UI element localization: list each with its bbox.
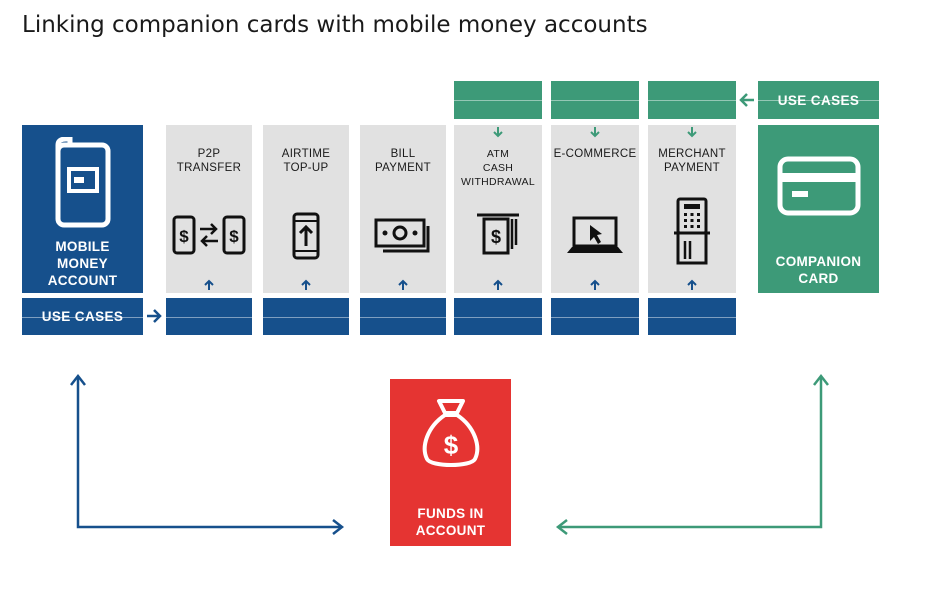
companion-use-cases-label: USE CASES [777,92,860,108]
arrow-up-icon [203,279,215,291]
mobile-money-use-cases-bar: USE CASES [22,298,143,335]
use-case-label: BILL PAYMENT [375,148,431,174]
use-case-label: AIRTIME TOP-UP [281,148,331,174]
airtime-topup-icon [289,211,323,261]
mobile-money-account-box: MOBILE MONEY ACCOUNT [22,125,143,293]
credit-card-icon [776,155,862,217]
use-case-label: E-COMMERCE [553,148,637,160]
arrow-down-icon [492,126,504,138]
merchant-payment-icon [672,197,712,267]
arrow-up-icon [589,279,601,291]
e-commerce-icon [564,215,626,257]
use-case-column-merchant: MERCHANT PAYMENT [648,125,736,293]
companion-card-box: COMPANION CARD [758,125,879,293]
atm-cash-icon: $ [475,211,521,259]
arrow-up-icon [686,279,698,291]
use-case-blue-bar [166,298,252,335]
money-bag-icon: $ [419,397,483,471]
use-case-column-ecommerce: E-COMMERCE [551,125,639,293]
arrow-down-icon [589,126,601,138]
use-case-column-atm: ATM CASH WITHDRAWAL $ [454,125,542,293]
funds-in-account-box: $ FUNDS IN ACCOUNT [390,379,511,546]
arrow-up-icon [397,279,409,291]
companion-green-bar [551,81,639,119]
use-case-blue-bar [648,298,736,335]
use-case-blue-bar [263,298,349,335]
use-case-column-airtime: AIRTIME TOP-UP [263,125,349,293]
companion-green-bar [454,81,542,119]
arrow-left-icon [738,91,756,109]
arrow-up-icon [492,279,504,291]
use-case-blue-bar [360,298,446,335]
use-case-column-p2p: P2P TRANSFER $ $ [166,125,252,293]
arrow-up-icon [300,279,312,291]
mobile-money-use-cases-label: USE CASES [41,309,124,324]
svg-text:$: $ [229,227,239,246]
bill-payment-icon [373,217,433,257]
svg-text:$: $ [443,430,458,460]
use-case-label: ATM CASH WITHDRAWAL [461,148,535,188]
svg-text:$: $ [491,227,501,247]
arrow-down-icon [686,126,698,138]
diagram-title: Linking companion cards with mobile mone… [22,12,648,38]
mobile-money-account-label: MOBILE MONEY ACCOUNT [47,239,118,288]
use-case-label: P2P TRANSFER [176,148,242,174]
companion-green-bar [648,81,736,119]
arrow-right-icon [145,307,163,325]
p2p-transfer-icon: $ $ [169,213,249,257]
mobile-phone-icon [52,137,114,229]
svg-text:$: $ [179,227,189,246]
funds-in-account-label: FUNDS IN ACCOUNT [415,506,486,538]
use-case-blue-bar [454,298,542,335]
companion-use-cases-bar: USE CASES [758,81,879,119]
companion-card-label: COMPANION CARD [775,254,862,286]
use-case-column-bill: BILL PAYMENT [360,125,446,293]
use-case-label: MERCHANT PAYMENT [658,148,726,174]
use-case-blue-bar [551,298,639,335]
